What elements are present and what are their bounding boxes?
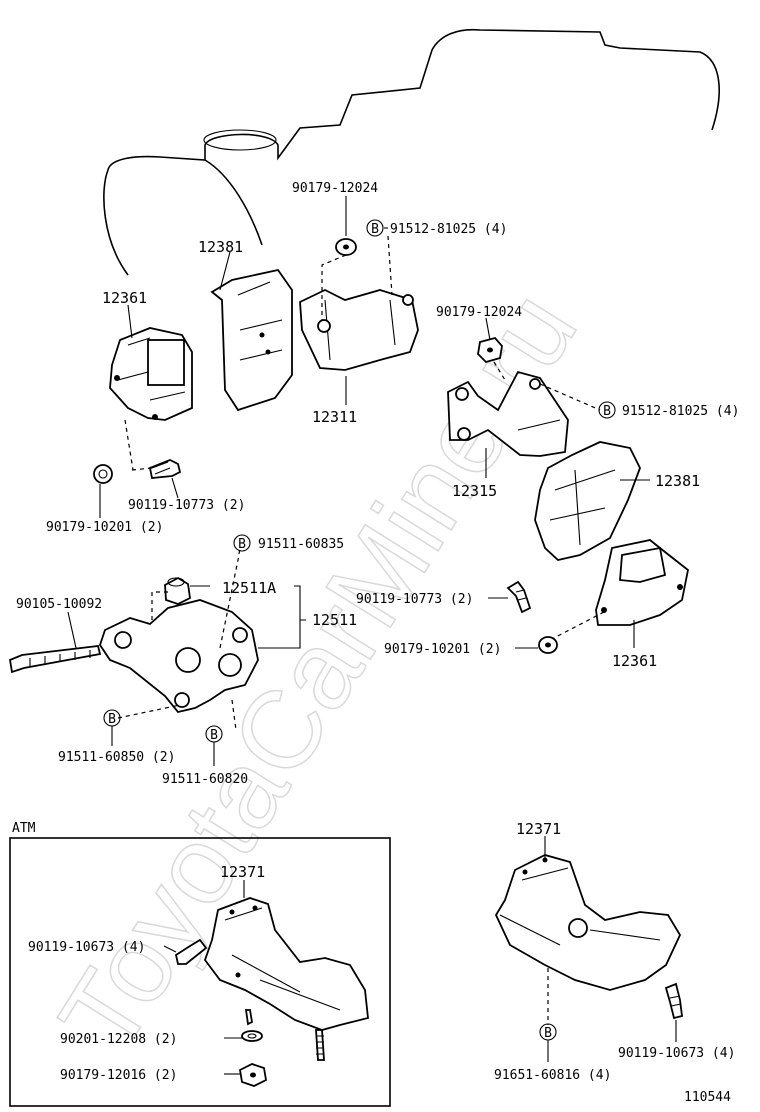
label-90179-12016: 90179-12016 (2) [60, 1068, 177, 1083]
figure-number: 110544 [684, 1090, 731, 1105]
svg-text:B: B [238, 537, 246, 552]
mount-insulator-12361-left [109, 327, 193, 421]
label-90119-10673-atm: 90119-10673 (4) [28, 940, 145, 955]
label-91512-81025-top: 91512-81025 (4) [390, 222, 507, 237]
bushing-12511A [164, 576, 191, 605]
label-90119-10773-right: 90119-10773 (2) [356, 592, 473, 607]
label-91651-60816: 91651-60816 (4) [494, 1068, 611, 1083]
label-90179-10201-left: 90179-10201 (2) [46, 520, 163, 535]
svg-text:B: B [210, 728, 218, 743]
label-90105-10092: 90105-10092 [16, 597, 102, 612]
svg-text:B: B [603, 404, 611, 419]
mount-insulator-12361-right [595, 539, 689, 626]
label-12511: 12511 [312, 611, 357, 629]
nut-90179-10201-right [538, 636, 558, 654]
badge-b-91511-60850: B [103, 709, 121, 727]
nut-90179-12024-left [335, 238, 357, 256]
label-90179-10201-right: 90179-10201 (2) [384, 642, 501, 657]
label-91511-60835: 91511-60835 [258, 537, 344, 552]
label-12361-right: 12361 [612, 652, 657, 670]
bolt-90119-10673-right [664, 982, 683, 1020]
insulator-12381-left [210, 268, 293, 412]
svg-text:B: B [108, 712, 116, 727]
badge-b-91651-60816: B [539, 1023, 557, 1041]
label-12381-right: 12381 [655, 472, 700, 490]
atm-label: ATM [12, 821, 36, 836]
bolt-90119-10773-left [148, 459, 182, 479]
transmission-mount-12371-right [494, 854, 682, 991]
transmission-mount-12371-atm [203, 897, 369, 1031]
label-91511-60850: 91511-60850 (2) [58, 750, 175, 765]
label-12315: 12315 [452, 482, 497, 500]
engine-block-outline [103, 28, 720, 276]
label-90119-10773-left: 90119-10773 (2) [128, 498, 245, 513]
label-90201-12208: 90201-12208 (2) [60, 1032, 177, 1047]
bolt-90119-10673-atm [174, 938, 208, 965]
label-12381-left: 12381 [198, 238, 243, 256]
bolt-90105-10092 [8, 645, 102, 674]
label-90179-12024-left: 90179-12024 [292, 181, 378, 196]
badge-b-91511-60835: B [233, 534, 251, 552]
badge-b-top: B [366, 219, 384, 237]
insulator-12381-right [534, 441, 641, 561]
washer-90201-12208 [241, 1030, 263, 1042]
svg-text:B: B [544, 1026, 552, 1041]
label-12371-atm: 12371 [220, 863, 265, 881]
bracket-12311 [299, 288, 419, 371]
atm-section-frame [9, 837, 391, 1107]
label-12371-right: 12371 [516, 820, 561, 838]
stud-left-atm [244, 1009, 325, 1061]
bracket-12511 [99, 599, 259, 714]
label-12511A: 12511A [222, 579, 276, 597]
label-91512-81025-right: 91512-81025 (4) [622, 404, 739, 419]
label-12311: 12311 [312, 408, 357, 426]
leader-lines [67, 196, 677, 1075]
label-91511-60820: 91511-60820 [162, 772, 248, 787]
badge-b-91511-60820: B [205, 725, 223, 743]
nut-90179-12024-right [477, 336, 503, 364]
label-90119-10673-right: 90119-10673 (4) [618, 1046, 735, 1061]
nut-90179-10201-left [93, 464, 113, 484]
bracket-12315 [447, 370, 569, 457]
label-12361-left: 12361 [102, 289, 147, 307]
badge-b-right: B [598, 401, 616, 419]
nut-90179-12016 [239, 1063, 267, 1087]
part-labels: 90179-12024 91512-81025 (4) 12381 12361 … [12, 181, 739, 1105]
label-90179-12024-right: 90179-12024 [436, 305, 522, 320]
bolt-90119-10773-right [506, 580, 532, 614]
svg-text:B: B [371, 222, 379, 237]
